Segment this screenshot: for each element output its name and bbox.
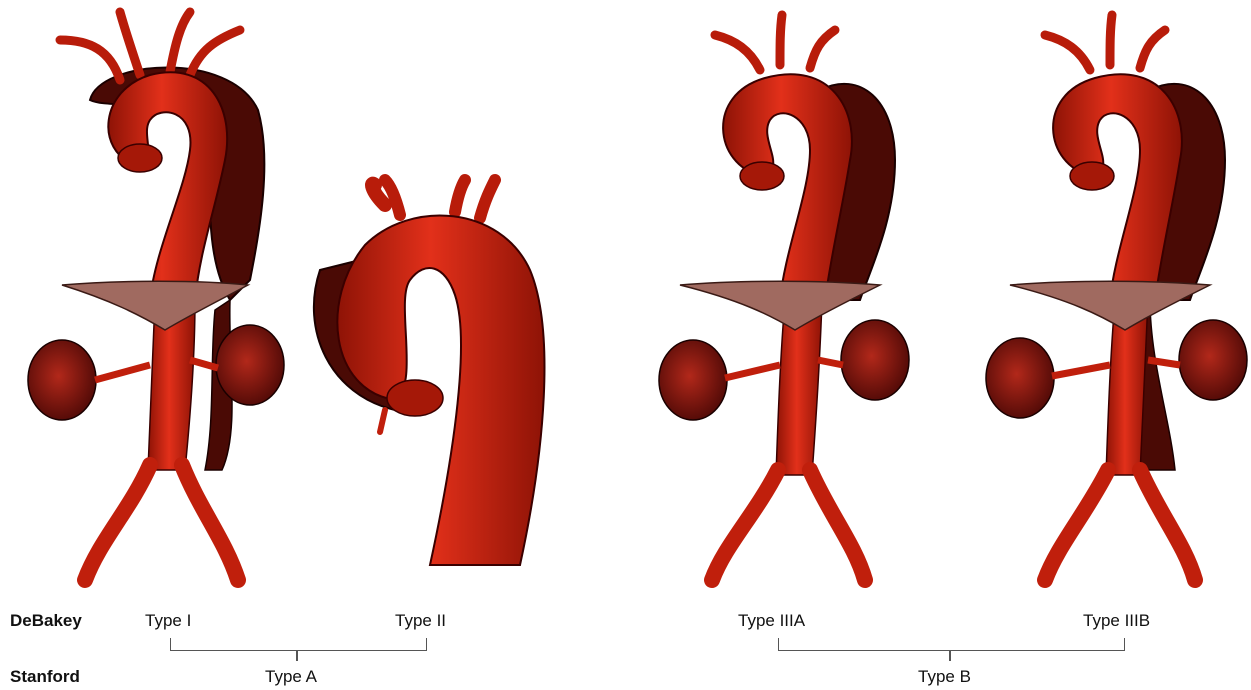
label-type-a: Type A: [265, 667, 317, 687]
aorta-type-ii: [314, 180, 545, 565]
label-type-i: Type I: [145, 611, 191, 631]
aorta-type-iiia: [659, 15, 909, 580]
label-type-ii: Type II: [395, 611, 446, 631]
bracket-type-b: [778, 638, 1125, 651]
label-type-iiib: Type IIIB: [1083, 611, 1150, 631]
label-type-iiia: Type IIIA: [738, 611, 805, 631]
label-type-b: Type B: [918, 667, 971, 687]
debakey-row-label: DeBakey: [10, 611, 82, 631]
aorta-type-i: [28, 12, 284, 580]
bracket-type-b-tick: [949, 651, 951, 661]
bracket-type-a-tick: [296, 651, 298, 661]
stanford-row-label: Stanford: [10, 667, 80, 687]
bracket-type-a: [170, 638, 427, 651]
aorta-type-iiib: [986, 15, 1247, 580]
